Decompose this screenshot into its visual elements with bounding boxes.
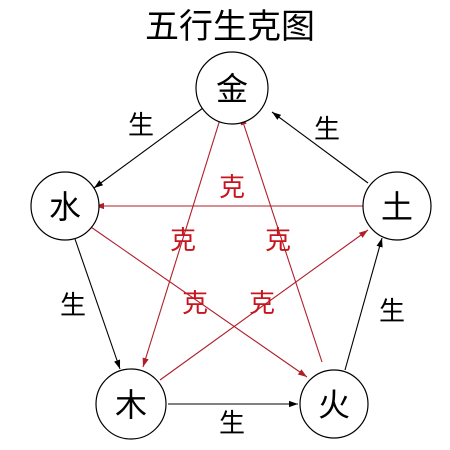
controlling-labels: 克 克 克 克 克 [170, 173, 291, 319]
control-line-wood-earth [159, 229, 369, 381]
generate-line-water-wood [74, 238, 121, 370]
node-metal-circle [195, 51, 269, 125]
generating-labels: 生 生 生 生 生 [60, 111, 405, 439]
generate-line-fire-earth [344, 237, 383, 371]
diagram-title: 五行生克图 [145, 7, 315, 47]
node-earth-circle [362, 171, 432, 241]
node-metal-label: 金 [216, 70, 248, 108]
node-wood: 木 [95, 368, 167, 440]
control-label-water-fire: 克 [182, 289, 208, 319]
controlling-lines [87, 112, 369, 381]
node-water: 水 [30, 171, 100, 241]
control-line-water-fire [87, 224, 308, 378]
control-line-metal-wood [142, 112, 223, 368]
node-fire-circle [299, 369, 369, 439]
generate-label-metal-water: 生 [128, 111, 154, 141]
node-water-label: 水 [49, 188, 81, 226]
node-fire: 火 [299, 369, 369, 439]
node-earth: 土 [362, 171, 432, 241]
node-earth-label: 土 [381, 188, 413, 226]
node-fire-label: 火 [318, 386, 350, 424]
node-metal: 金 [195, 51, 269, 125]
node-wood-label: 木 [115, 386, 147, 424]
generating-lines [74, 107, 383, 408]
control-label-wood-earth: 克 [249, 289, 275, 319]
generate-label-fire-earth: 生 [379, 297, 405, 327]
control-line-fire-metal [240, 115, 323, 363]
generate-line-metal-water [93, 107, 204, 189]
generate-label-water-wood: 生 [60, 291, 86, 321]
generate-label-wood-fire: 生 [219, 409, 245, 439]
control-label-metal-wood: 克 [170, 226, 196, 256]
node-wood-circle [95, 368, 167, 440]
generate-line-earth-metal [271, 111, 369, 184]
control-label-fire-metal: 克 [265, 226, 291, 256]
node-water-circle [30, 171, 100, 241]
generate-label-earth-metal: 生 [314, 115, 340, 145]
control-label-earth-water: 克 [219, 173, 245, 203]
